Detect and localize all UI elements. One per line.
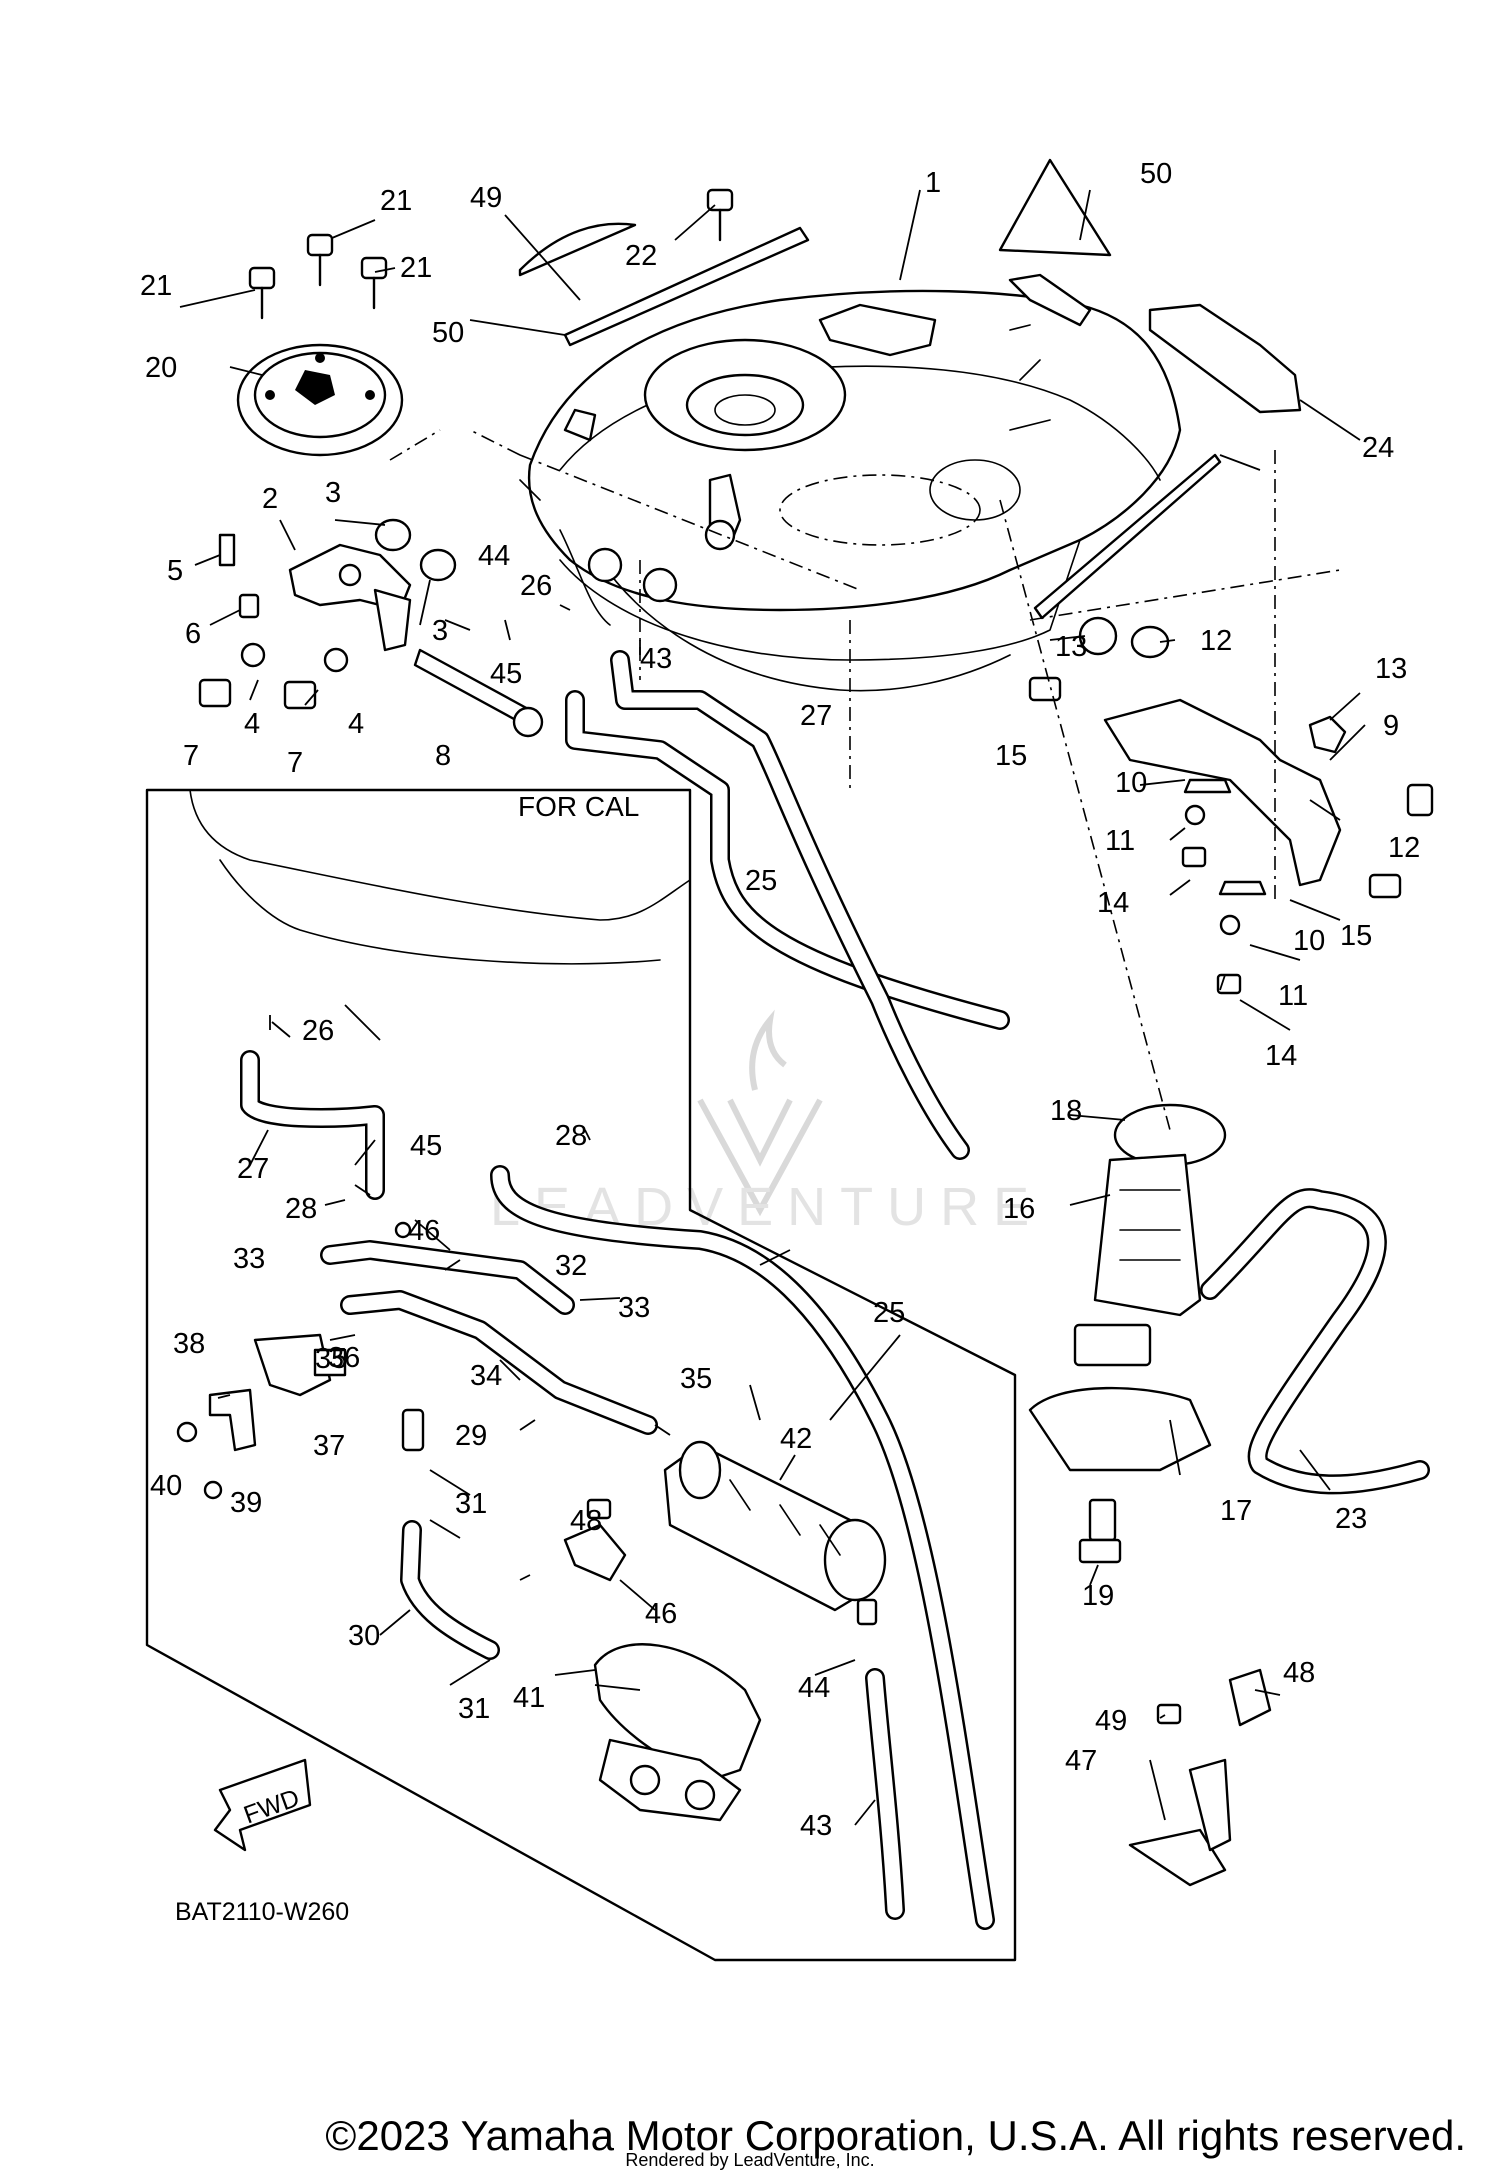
pads-and-seals — [518, 158, 1302, 620]
callout: 17 — [1220, 1495, 1252, 1527]
callout: 13 — [1055, 631, 1087, 663]
callout: 9 — [1383, 710, 1399, 742]
for-cal-box: FOR CAL — [145, 788, 1017, 1962]
rendered-by-notice: Rendered by LeadVenture, Inc. — [625, 2150, 875, 2170]
callout: 35 — [315, 1343, 347, 1375]
callout: 7 — [287, 747, 303, 779]
callout: 3 — [432, 615, 448, 647]
callout: 24 — [1362, 432, 1394, 464]
callout: 30 — [348, 1620, 380, 1652]
callout: 12 — [1200, 625, 1232, 657]
rear-bracket-parts — [1028, 616, 1434, 995]
front-mounting-parts — [198, 518, 544, 738]
callout: 33 — [233, 1243, 265, 1275]
callout: 48 — [1283, 1657, 1315, 1689]
callout: 28 — [285, 1193, 317, 1225]
callout: 34 — [470, 1360, 502, 1392]
callout: 49 — [1095, 1705, 1127, 1737]
callout: 43 — [640, 643, 672, 675]
callout: 25 — [745, 865, 777, 897]
callout: 16 — [1003, 1193, 1035, 1225]
callout: 27 — [800, 700, 832, 732]
callout: 49 — [470, 182, 502, 214]
callout: 4 — [348, 708, 364, 740]
callout: 14 — [1097, 887, 1129, 919]
main-hoses — [565, 650, 1010, 1160]
callout: 45 — [410, 1130, 442, 1162]
callout: 12 — [1388, 832, 1420, 864]
callout: 35 — [680, 1363, 712, 1395]
callout: 50 — [1140, 158, 1172, 190]
callout: 15 — [1340, 920, 1372, 952]
callout: 33 — [618, 1292, 650, 1324]
callout: 18 — [1050, 1095, 1082, 1127]
callout: 15 — [995, 740, 1027, 772]
callout: 11 — [1105, 825, 1135, 857]
callout: 50 — [432, 317, 464, 349]
callout: 44 — [798, 1672, 830, 1704]
callout: 8 — [435, 740, 451, 772]
callout: 32 — [555, 1250, 587, 1282]
callout: 46 — [645, 1598, 677, 1630]
callout: 26 — [302, 1015, 334, 1047]
callout: 47 — [1065, 1745, 1097, 1777]
diagram-code: BAT2110-W260 — [175, 1898, 349, 1926]
callout: 21 — [400, 252, 432, 284]
callout: 31 — [458, 1693, 490, 1725]
callout: 27 — [237, 1153, 269, 1185]
callout: 6 — [185, 618, 201, 650]
callout: 26 — [520, 570, 552, 602]
callout: 3 — [325, 477, 341, 509]
callout: 7 — [183, 740, 199, 772]
callout: 39 — [230, 1487, 262, 1519]
callout: 46 — [408, 1215, 440, 1247]
fuel-tank — [519, 273, 1182, 692]
callout: 23 — [1335, 1503, 1367, 1535]
callout: 41 — [513, 1682, 545, 1714]
callout: 19 — [1082, 1580, 1114, 1612]
callout: 5 — [167, 555, 183, 587]
callout: 36 — [328, 1342, 360, 1374]
callout: 29 — [455, 1420, 487, 1452]
callout: 10 — [1293, 925, 1325, 957]
callout: 31 — [455, 1488, 487, 1520]
leader-lines — [179, 189, 1366, 1826]
callout: 42 — [780, 1423, 812, 1455]
copyright-notice: ©2023 Yamaha Motor Corporation, U.S.A. A… — [325, 2112, 1466, 2159]
callout: 28 — [555, 1120, 587, 1152]
callout: 40 — [150, 1470, 182, 1502]
callout: 21 — [380, 185, 412, 217]
callout: 22 — [625, 240, 657, 272]
callout: 44 — [478, 540, 510, 572]
lower-right-bracket — [1128, 1668, 1272, 1887]
callout: 4 — [244, 708, 260, 740]
fuel-pump-assembly — [1028, 1103, 1430, 1564]
callout: 37 — [313, 1430, 345, 1462]
callout: 10 — [1115, 767, 1147, 799]
callout: 20 — [145, 352, 177, 384]
callout: 48 — [570, 1505, 602, 1537]
for-cal-label: FOR CAL — [518, 791, 639, 822]
callout: 2 — [262, 483, 278, 515]
callout: 14 — [1265, 1040, 1297, 1072]
callout: 45 — [490, 658, 522, 690]
callout-numbers: 1 2 3 3 4 4 5 6 7 7 8 9 10 10 11 11 12 1… — [140, 158, 1420, 1842]
callout: 11 — [1278, 980, 1308, 1012]
callout: 43 — [800, 1810, 832, 1842]
callout: 25 — [873, 1297, 905, 1329]
callout: 1 — [925, 167, 941, 199]
callout: 38 — [173, 1328, 205, 1360]
tank-cap-assembly — [236, 343, 404, 457]
callout: 13 — [1375, 653, 1407, 685]
callout: 21 — [140, 270, 172, 302]
